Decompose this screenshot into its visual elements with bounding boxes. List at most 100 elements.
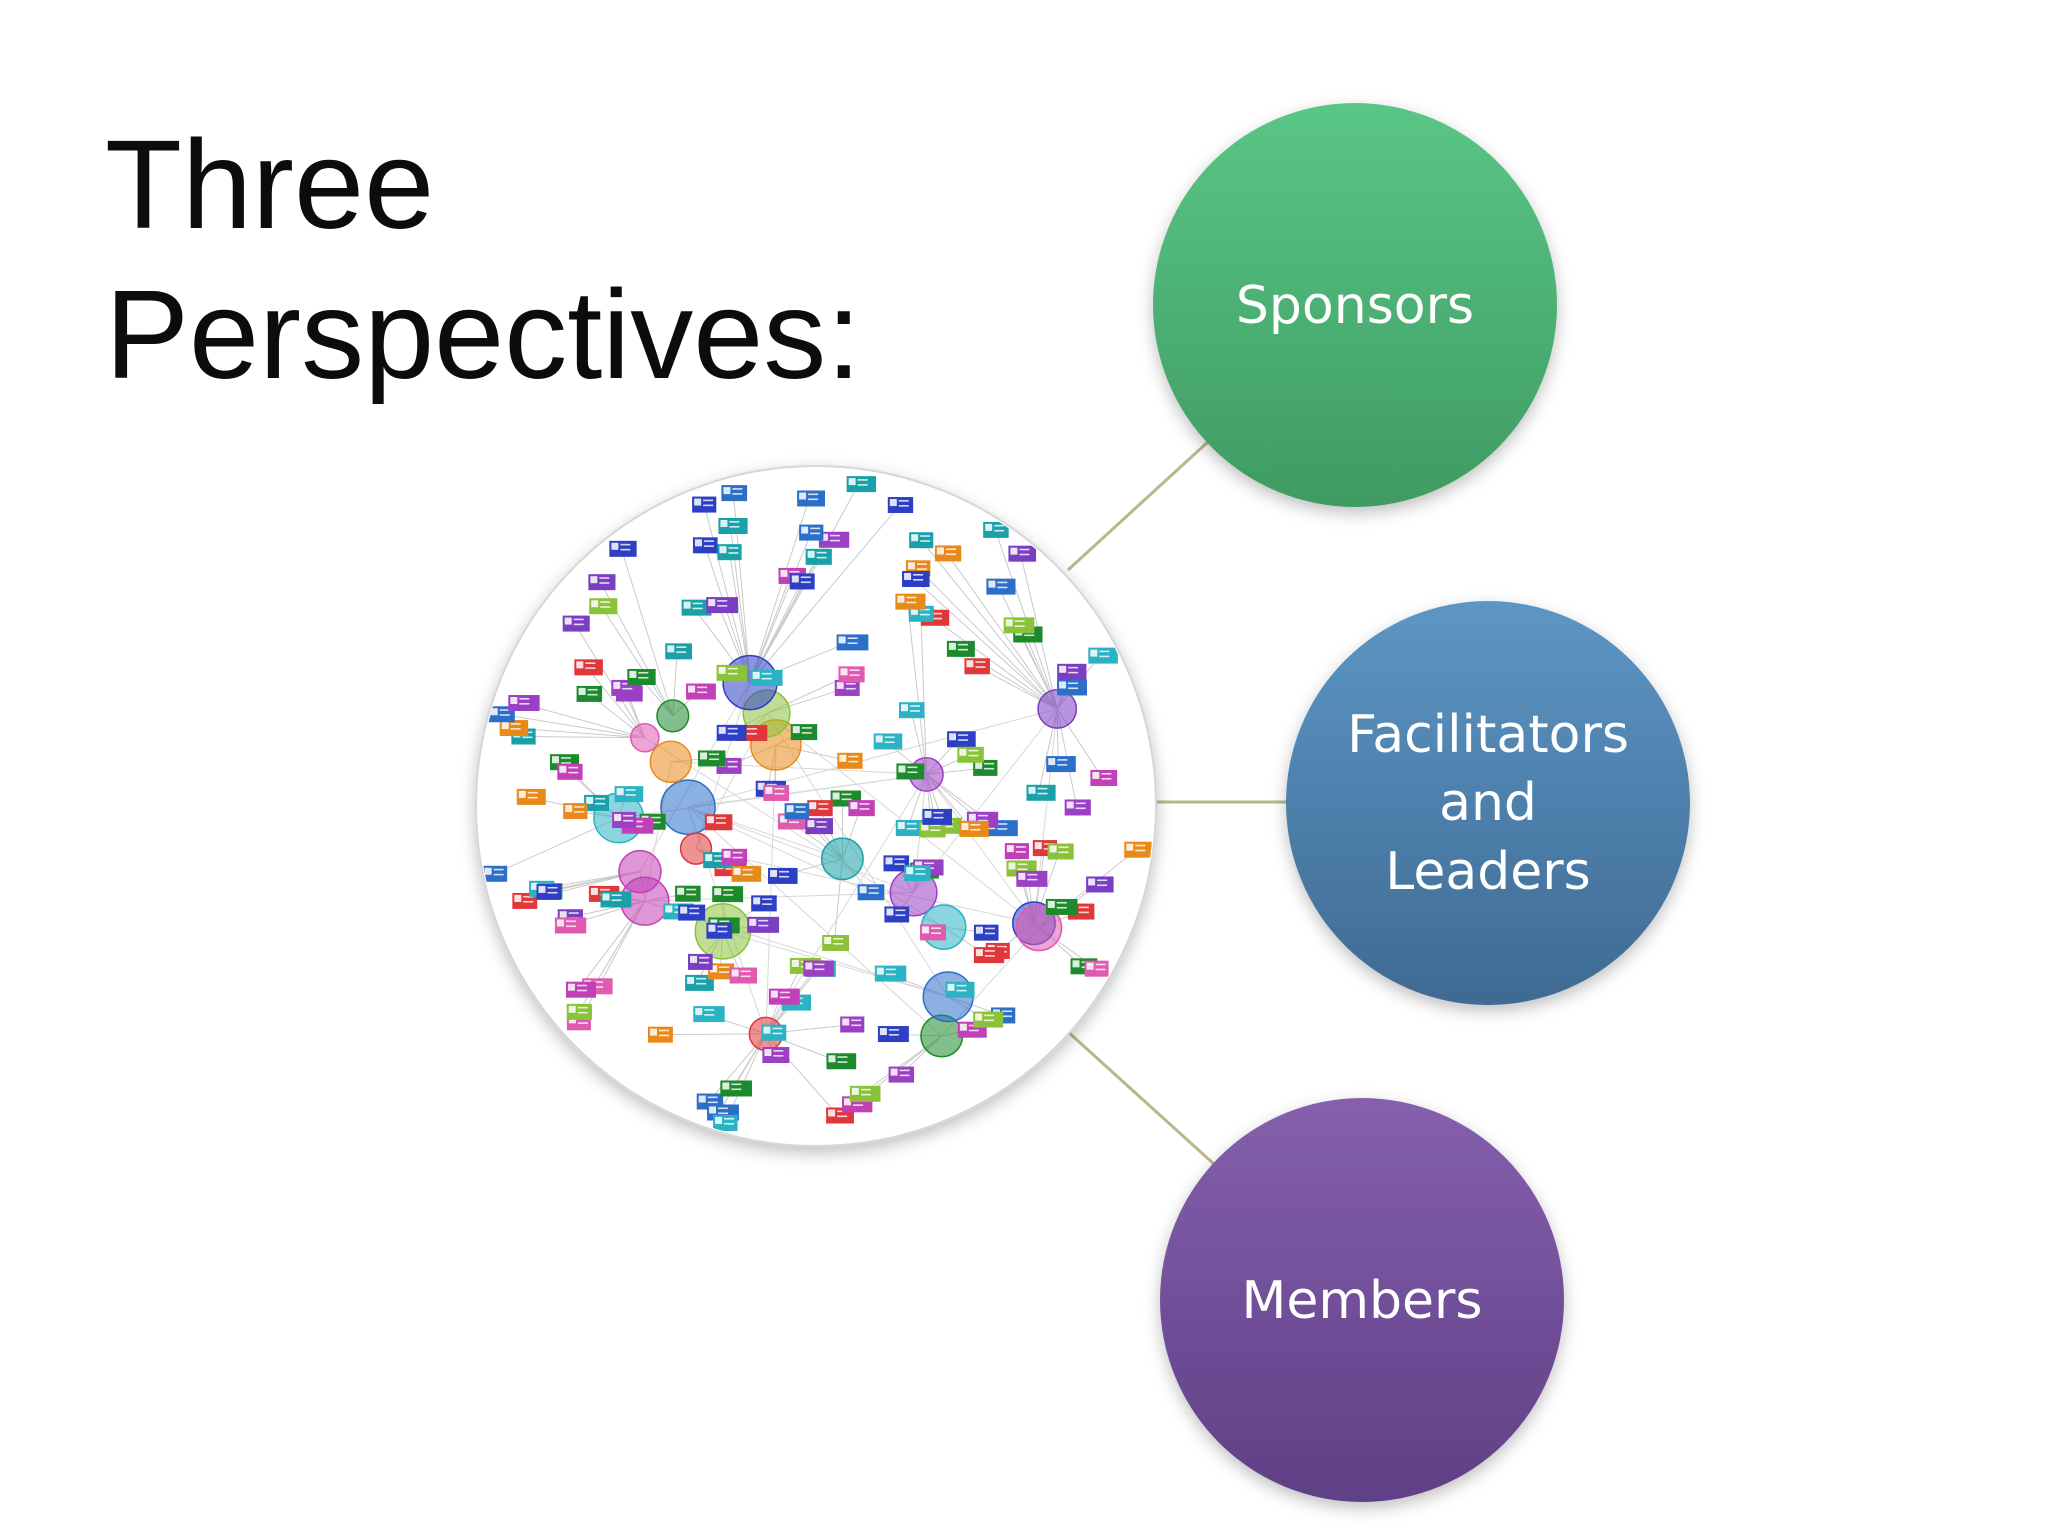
- network-node: [768, 867, 798, 884]
- network-node: [1057, 679, 1088, 696]
- network-node: [717, 544, 742, 561]
- network-edge: [749, 504, 901, 683]
- network-node: [1064, 799, 1091, 816]
- network-node: [1084, 960, 1109, 977]
- network-node: [896, 763, 925, 780]
- network-node: [895, 819, 926, 836]
- network-node: [1124, 841, 1152, 858]
- bubble-members-label: Members: [1242, 1271, 1483, 1331]
- network-node: [678, 904, 706, 921]
- network-node: [959, 820, 989, 837]
- network-node: [721, 485, 748, 502]
- network-node: [763, 784, 790, 801]
- title-line-2: Perspectives:: [105, 264, 862, 405]
- network-node: [784, 803, 810, 820]
- bubble-sponsors: Sponsors: [1153, 103, 1557, 507]
- network-node: [902, 571, 930, 588]
- network-node: [747, 916, 780, 933]
- network-node: [488, 706, 515, 723]
- network-node: [857, 884, 885, 901]
- network-node: [665, 643, 692, 660]
- network-edge: [932, 617, 1058, 710]
- network-node: [818, 531, 850, 548]
- network-node: [692, 537, 718, 554]
- connector-members: [1064, 1028, 1217, 1167]
- network-node: [805, 818, 834, 835]
- network-node: [706, 597, 739, 614]
- network-hub-node: [1015, 904, 1063, 952]
- network-node: [729, 967, 758, 984]
- network-node: [698, 750, 726, 767]
- network-node: [904, 865, 931, 882]
- network-node: [883, 855, 910, 872]
- network-hub-node: [660, 779, 716, 835]
- network-node: [920, 924, 947, 941]
- network-node: [964, 658, 990, 675]
- network-node: [768, 988, 800, 1005]
- network-node: [612, 811, 637, 828]
- network-node: [973, 924, 999, 941]
- network-node: [1047, 843, 1074, 860]
- network-node: [512, 892, 538, 909]
- network-node: [751, 895, 777, 912]
- network-node: [799, 524, 824, 541]
- network-node: [877, 1026, 909, 1043]
- network-edge: [703, 504, 751, 683]
- connector-sponsors: [1066, 438, 1212, 572]
- network-node: [797, 490, 826, 507]
- network-node: [846, 476, 877, 493]
- network-node: [826, 1053, 857, 1070]
- network-node: [721, 848, 748, 865]
- network-node: [687, 953, 713, 970]
- network-hub-node: [820, 837, 864, 881]
- network-node: [973, 1011, 1004, 1028]
- slide-title: Three Perspectives:: [105, 110, 861, 410]
- network-edge: [585, 667, 646, 739]
- network-edge: [906, 601, 927, 775]
- network-edge: [639, 682, 751, 872]
- network-edge: [920, 539, 1058, 710]
- network-node: [508, 695, 540, 712]
- network-node: [516, 788, 546, 805]
- network-edge: [1033, 708, 1058, 924]
- bubble-facilitators-and-leaders: Facilitators and Leaders: [1286, 601, 1690, 1005]
- bubble-facilitators-label-line-3: Leaders: [1385, 842, 1590, 902]
- network-node: [1057, 663, 1087, 680]
- network-node: [822, 935, 850, 952]
- network-hub-node: [649, 740, 693, 784]
- title-line-1: Three: [105, 114, 435, 255]
- network-node: [1008, 545, 1037, 562]
- network-edge: [687, 708, 1058, 808]
- network-edge: [620, 548, 674, 716]
- network-hub-node: [630, 722, 660, 753]
- network-node: [945, 981, 975, 998]
- network-node: [482, 865, 508, 882]
- network-node: [536, 883, 561, 900]
- social-network-graph-icon: [475, 465, 1157, 1147]
- bubble-sponsors-label: Sponsors: [1236, 276, 1474, 336]
- bubble-facilitators-label-line-1: Facilitators: [1347, 705, 1629, 765]
- network-node: [946, 640, 975, 657]
- network-node: [761, 1024, 787, 1041]
- network-node: [693, 1006, 725, 1023]
- network-node: [973, 947, 1005, 964]
- network-edge: [766, 713, 1035, 924]
- network-edge: [687, 806, 943, 1037]
- network-node: [563, 803, 588, 820]
- network-node: [704, 814, 733, 831]
- network-node: [554, 917, 587, 934]
- network-edge: [500, 713, 645, 739]
- network-node: [873, 733, 903, 750]
- network-node: [685, 974, 714, 991]
- network-node: [840, 1016, 865, 1033]
- bubble-facilitators-label-line-2: and: [1439, 773, 1537, 833]
- network-node: [922, 808, 952, 825]
- network-edge: [917, 567, 1058, 710]
- network-node: [647, 1026, 673, 1043]
- network-node: [1088, 647, 1118, 664]
- network-node: [790, 724, 818, 741]
- network-node: [675, 885, 701, 902]
- network-node: [874, 965, 907, 982]
- network-node: [762, 1047, 790, 1064]
